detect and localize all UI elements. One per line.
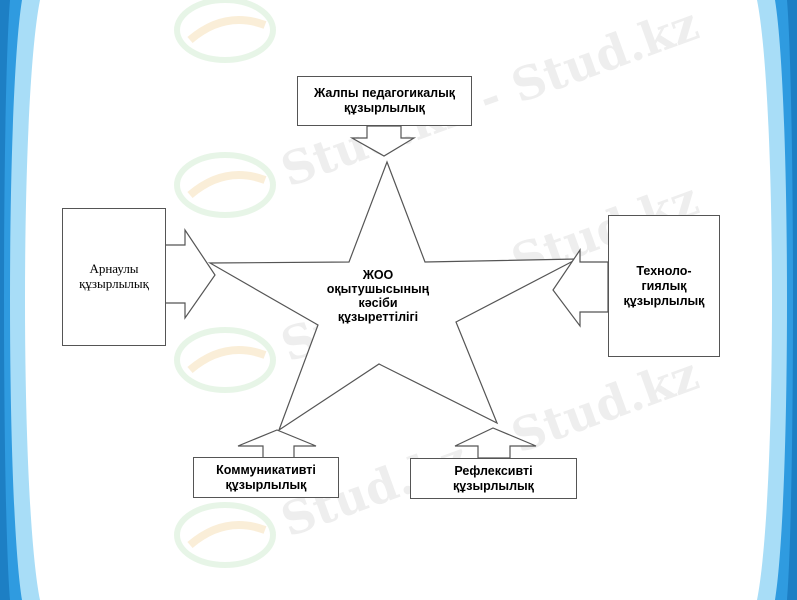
watermark-logo (174, 502, 276, 568)
right-arrow (552, 248, 609, 328)
center-line: кәсіби (358, 296, 398, 310)
box-line: құзырлылық (453, 478, 534, 493)
box-line: гиялық (641, 278, 687, 293)
box-line: Техноло- (636, 263, 692, 278)
box-line: Жалпы педагогикалық (313, 86, 456, 100)
watermark-logo (174, 0, 276, 63)
right-decorative-frame (757, 0, 797, 600)
bottom-right-arrow (454, 427, 537, 459)
box-line: Арнаулы (89, 261, 139, 276)
box-line: Коммуникативті (216, 462, 316, 477)
box-line: құзырлылық (344, 101, 425, 115)
box-line: құзырлылық (79, 276, 149, 291)
center-line: ЖОО (362, 268, 394, 282)
center-label: ЖОО оқытушысының кәсіби құзыреттілігі (318, 268, 438, 324)
box-line: құзырлылық (225, 477, 307, 492)
box-reflexive: Рефлексивті құзырлылық (410, 458, 577, 499)
box-technological: Техноло- гиялық құзырлылық (608, 215, 720, 357)
box-general-pedagogical: Жалпы педагогикалық құзырлылық (297, 76, 472, 126)
left-decorative-frame (0, 0, 40, 600)
watermark-logo (174, 327, 276, 393)
central-star (207, 160, 578, 432)
watermark-logo (174, 152, 276, 218)
box-special: Арнаулы құзырлылық (62, 208, 166, 346)
box-line: құзырлылық (623, 293, 705, 308)
box-communicative: Коммуникативті құзырлылық (193, 457, 339, 498)
center-line: құзыреттілігі (337, 310, 419, 324)
left-arrow (164, 228, 216, 320)
bottom-left-arrow (237, 429, 317, 459)
center-line: оқытушысының (326, 282, 430, 296)
top-arrow (349, 125, 417, 157)
box-line: Рефлексивті (454, 463, 533, 478)
